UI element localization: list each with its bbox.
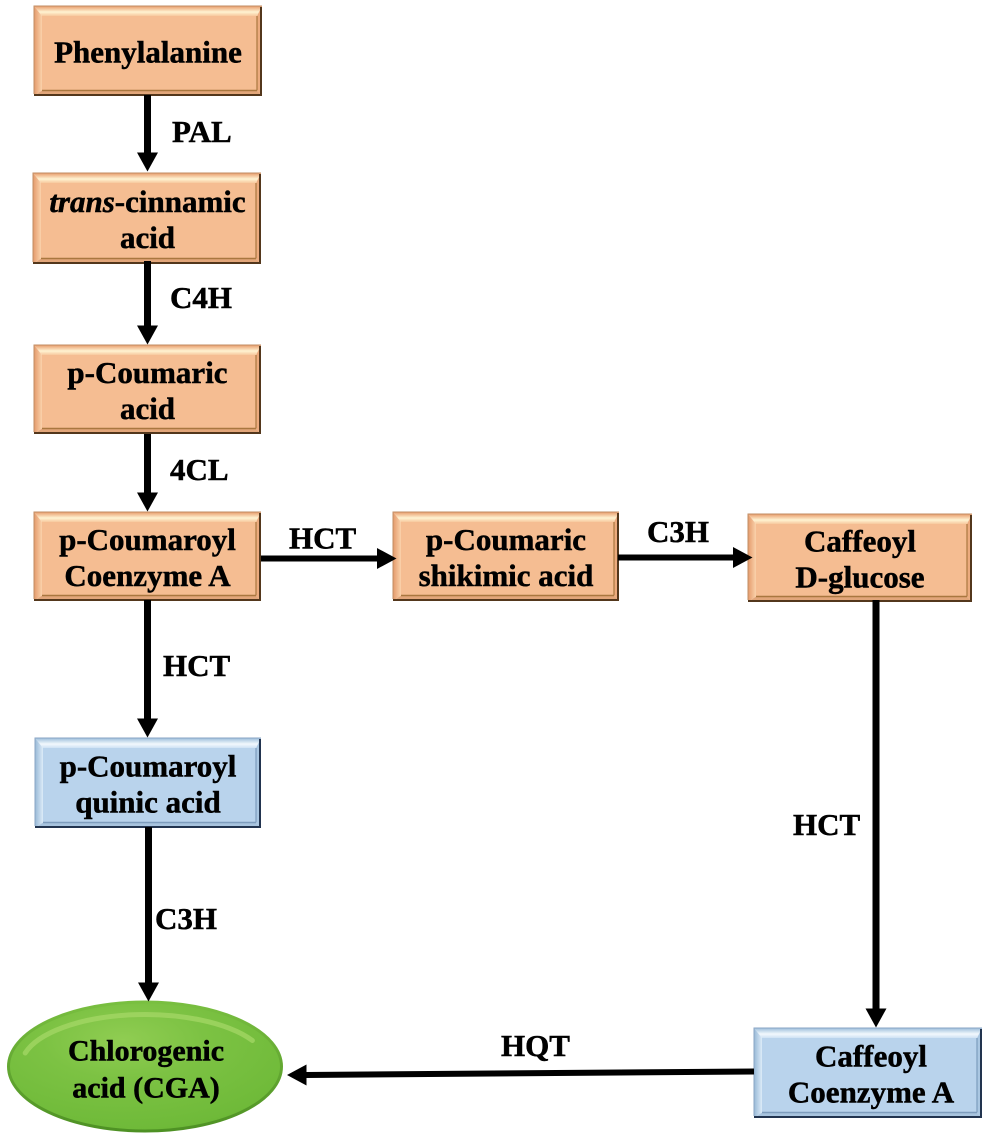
svg-text:HCT: HCT [163,648,231,683]
svg-text:p-Coumaroyl: p-Coumaroyl [60,749,237,784]
svg-text:D-glucose: D-glucose [795,560,924,595]
svg-text:p-Coumaroyl: p-Coumaroyl [59,522,236,557]
svg-text:Coenzyme A: Coenzyme A [64,558,231,593]
svg-text:HCT: HCT [289,521,357,556]
svg-text:Phenylalanine: Phenylalanine [54,35,242,70]
svg-text:p-Coumaric: p-Coumaric [426,522,586,557]
svg-text:shikimic acid: shikimic acid [419,558,594,593]
svg-text:acid (CGA): acid (CGA) [72,1072,219,1105]
svg-text:C3H: C3H [155,901,217,936]
svg-text:trans-cinnamic: trans-cinnamic [49,184,245,219]
svg-text:quinic acid: quinic acid [75,785,221,820]
svg-text:Chlorogenic: Chlorogenic [68,1035,224,1068]
svg-text:C4H: C4H [170,280,232,315]
svg-text:Coenzyme A: Coenzyme A [788,1075,955,1110]
svg-text:acid: acid [120,220,175,255]
svg-text:C3H: C3H [647,514,709,549]
svg-text:Caffeoyl: Caffeoyl [815,1039,927,1074]
svg-text:HCT: HCT [793,807,861,842]
svg-text:p-Coumaric: p-Coumaric [67,355,227,390]
svg-text:PAL: PAL [172,114,232,149]
svg-text:acid: acid [120,391,175,426]
svg-text:Caffeoyl: Caffeoyl [804,524,916,559]
svg-text:HQT: HQT [501,1028,570,1063]
svg-text:4CL: 4CL [170,452,229,487]
